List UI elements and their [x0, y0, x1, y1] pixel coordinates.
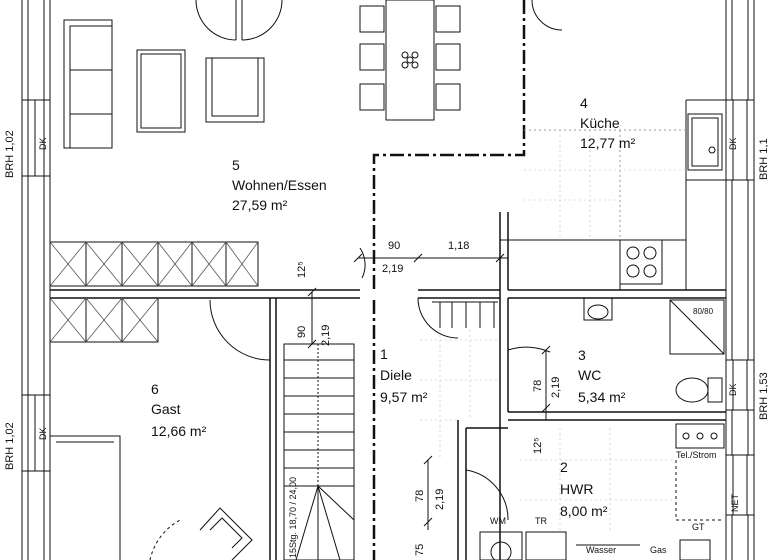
room-name-wc: WC: [578, 367, 602, 383]
dim-12-5-b: 12⁵: [532, 437, 544, 454]
gt-label: GT: [692, 522, 705, 532]
coffee-table: [136, 49, 186, 133]
open-plan-divider: [372, 0, 526, 290]
dim-2-19-c: 2,19: [550, 376, 562, 398]
dining-table: [385, 0, 435, 121]
kitchen-counter: [499, 212, 621, 290]
wc-sink: [583, 297, 613, 321]
brh-left-bottom: BRH 1,02: [4, 422, 16, 470]
brh-right-bottom: BRH 1,53: [758, 372, 768, 420]
shower-label: 80/80: [693, 307, 714, 316]
toilet: [675, 377, 709, 403]
room-number-wc: 3: [578, 347, 586, 363]
washing-machine: [479, 531, 523, 560]
dim-90-top: 90: [388, 240, 401, 252]
room-area-kueche: 12,77 m²: [580, 135, 636, 151]
dim-90-left: 90: [296, 325, 308, 338]
shower-tray: [669, 299, 725, 355]
shelf-unit: [49, 241, 259, 287]
stair-label: 15Stg. 18,70 / 24,00: [288, 476, 298, 558]
room-name-kueche: Küche: [580, 115, 620, 131]
dim-75: 75: [414, 543, 426, 556]
coat-rack: [432, 301, 498, 328]
room-number-wohnen: 5: [232, 157, 240, 173]
wasser-label: Wasser: [586, 545, 617, 555]
dim-2-19-a: 2,19: [382, 263, 404, 275]
wardrobe: [49, 297, 159, 343]
room-name-wohnen: Wohnen/Essen: [232, 177, 327, 193]
room-name-hwr: HWR: [560, 481, 594, 497]
dk-label-1: DK: [38, 137, 48, 150]
brh-left-top: BRH 1,02: [4, 130, 16, 178]
dim-1-18: 1,18: [448, 240, 470, 252]
dim-2-19-d: 2,19: [434, 488, 446, 510]
gas-heater: [679, 539, 711, 560]
room-name-diele: Diele: [380, 367, 412, 383]
guest-chair: [199, 507, 253, 560]
tel-label: Tel./Strom: [676, 450, 717, 460]
tel-box: [675, 423, 725, 449]
dim-78-a: 78: [532, 379, 544, 392]
room-area-gast: 12,66 m²: [151, 423, 207, 439]
dk-label-3: DK: [728, 137, 738, 150]
gas-label: Gas: [650, 545, 667, 555]
bed: [50, 435, 121, 560]
sofa: [63, 19, 113, 149]
room-number-kueche: 4: [580, 95, 588, 111]
armchair: [205, 57, 265, 123]
brh-right-top: BRH 1,1: [758, 138, 768, 180]
room-number-diele: 1: [380, 346, 388, 362]
dk-label-4: DK: [728, 383, 738, 396]
flower-icon: [401, 51, 419, 69]
net-label: NET: [730, 494, 740, 512]
room-area-diele: 9,57 m²: [380, 389, 428, 405]
dim-2-19-b: 2,19: [320, 324, 332, 346]
room-area-hwr: 8,00 m²: [560, 503, 608, 519]
room-number-gast: 6: [151, 381, 159, 397]
tr-label: TR: [535, 516, 547, 526]
stove: [619, 239, 663, 285]
room-area-wohnen: 27,59 m²: [232, 197, 288, 213]
terrace-door-arc-left: [195, 0, 237, 41]
dk-label-2: DK: [38, 427, 48, 440]
dim-78-b: 78: [414, 489, 426, 502]
staircase: [283, 343, 355, 560]
wm-label: WM: [490, 516, 506, 526]
dryer: [525, 531, 567, 560]
kitchen-sink: [687, 113, 723, 171]
room-number-hwr: 2: [560, 459, 568, 475]
room-area-wc: 5,34 m²: [578, 389, 626, 405]
room-name-gast: Gast: [151, 401, 181, 417]
dim-12-5-a: 12⁵: [296, 261, 308, 278]
guest-door-arc: [209, 299, 271, 361]
